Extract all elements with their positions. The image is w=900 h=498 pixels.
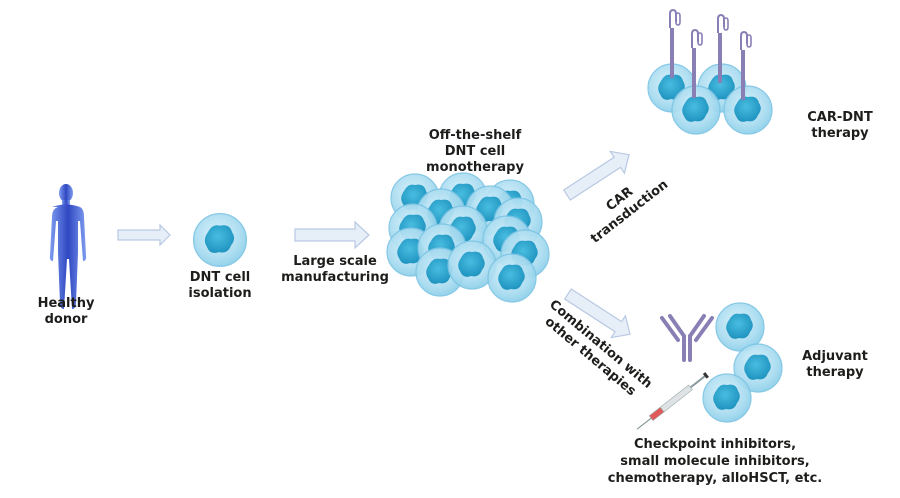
label-large-scale-manufacturing: Large scale manufacturing (275, 254, 395, 286)
cell-cluster-icon (386, 172, 550, 303)
antibody-icon (660, 314, 714, 362)
arrow-isolation-to-manufacturing (294, 220, 370, 250)
label-line: therapy (811, 126, 869, 141)
label-off-the-shelf-monotherapy: Off-the-shelf DNT cell monotherapy (410, 128, 540, 176)
adjuvant-cells-icon (702, 302, 783, 423)
label-line: Large scale (293, 254, 377, 269)
label-line: small molecule inhibitors, (620, 454, 810, 469)
arrow-donor-to-isolation (117, 223, 171, 247)
label-dnt-cell-isolation: DNT cell isolation (180, 270, 260, 302)
label-line: Checkpoint inhibitors, (633, 437, 797, 452)
label-line: CAR-DNT (807, 110, 873, 125)
arrow-to-car-transduction (562, 150, 630, 201)
label-line: Adjuvant (802, 349, 868, 364)
label-healthy-donor: Healthy donor (26, 296, 106, 328)
label-adjuvant-examples: Checkpoint inhibitors, small molecule in… (600, 436, 830, 487)
label-line: Healthy (37, 296, 95, 311)
syringe-icon (636, 372, 709, 430)
label-line: donor (44, 312, 88, 327)
label-car-dnt-therapy: CAR-DNT therapy (795, 110, 885, 142)
label-line: DNT cell (444, 144, 506, 159)
single-cell-icon (192, 212, 248, 268)
arrow-to-combination (563, 288, 631, 339)
label-line: chemotherapy, alloHSCT, etc. (607, 471, 823, 486)
label-line: manufacturing (281, 270, 389, 285)
label-line: therapy (806, 365, 864, 380)
label-line: monotherapy (426, 160, 524, 175)
label-line: DNT cell (189, 270, 251, 285)
label-adjuvant-therapy: Adjuvant therapy (790, 349, 880, 381)
label-line: isolation (188, 286, 252, 301)
label-line: Off-the-shelf (428, 128, 522, 143)
car-cells-icon (647, 9, 773, 135)
human-figure-icon (49, 184, 87, 309)
